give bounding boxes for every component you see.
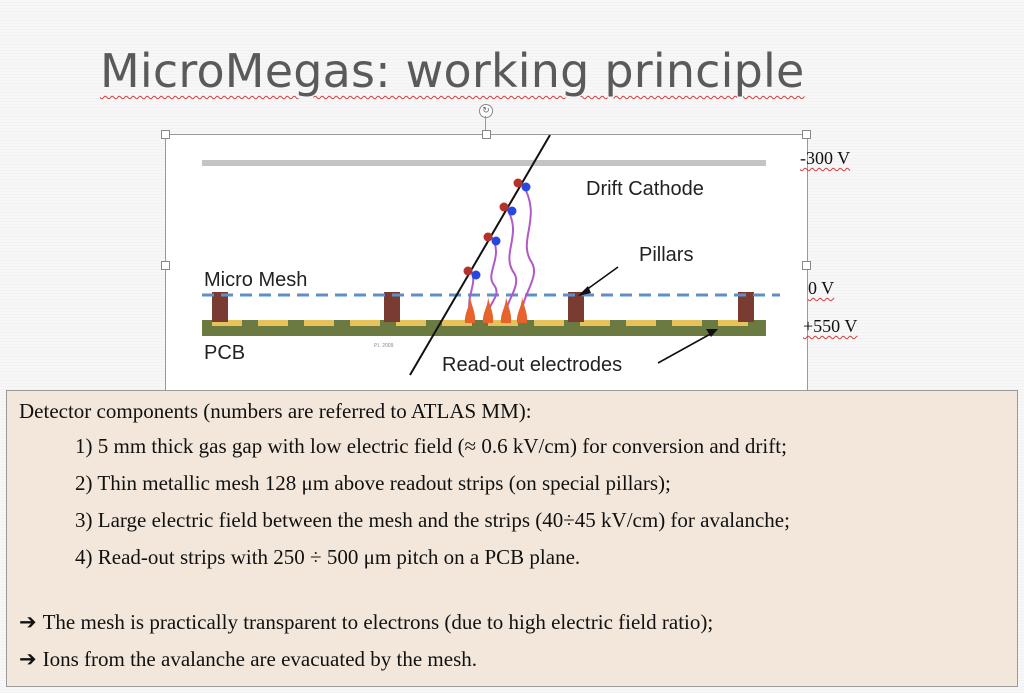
figure-credit: P.I. 2009: [374, 343, 394, 349]
electron-dot: [521, 182, 531, 192]
electrodes-pointer-arrow: [657, 331, 715, 364]
rotate-handle-stem: [485, 116, 486, 134]
readout-electrodes-label: Read-out electrodes: [442, 354, 622, 376]
resize-handle-top[interactable]: [482, 130, 491, 139]
readout-electrode: [396, 320, 426, 326]
pcb-plane: [202, 320, 766, 336]
electron-drift-path: [521, 182, 535, 314]
component-item-2: 2) Thin metallic mesh 128 μm above reado…: [75, 471, 671, 495]
readout-electrode: [672, 320, 702, 326]
electron-drift-path: [487, 234, 498, 314]
readout-electrode: [626, 320, 656, 326]
ion-dot: [483, 232, 493, 242]
note-ions-evacuated: ➔Ions from the avalanche are evacuated b…: [19, 647, 477, 672]
pcb-voltage-label[interactable]: +550 V: [803, 316, 858, 336]
drift-cathode-label: Drift Cathode: [586, 178, 704, 200]
readout-electrode: [350, 320, 380, 326]
readout-electrode: [580, 320, 610, 326]
readout-electrode: [258, 320, 288, 326]
right-arrow-icon: ➔: [19, 647, 37, 671]
ionization-charges: [463, 178, 531, 280]
avalanche-flame: [500, 297, 512, 323]
detector-components-textbox[interactable]: Detector components (numbers are referre…: [6, 390, 1018, 687]
electron-dot: [491, 236, 501, 246]
diagram-canvas: Drift Cathode Pillars Micro Mesh PCB Rea…: [202, 135, 780, 376]
electron-dot: [471, 270, 481, 280]
pillar: [738, 292, 754, 322]
pillar: [212, 292, 228, 322]
electron-dot: [507, 206, 517, 216]
readout-electrode: [534, 320, 564, 326]
resize-handle-top-right[interactable]: [802, 130, 811, 139]
readout-electrode: [212, 320, 242, 326]
micromegas-diagram[interactable]: Drift Cathode Pillars Micro Mesh PCB Rea…: [165, 134, 808, 398]
ion-dot: [463, 266, 473, 276]
readout-electrode: [718, 320, 748, 326]
avalanche-flames: [464, 297, 528, 323]
component-item-4: 4) Read-out strips with 250 ÷ 500 μm pit…: [75, 545, 581, 569]
pillars-group: [212, 292, 754, 322]
pcb-label: PCB: [204, 342, 245, 364]
pillars-arrowhead-icon: [578, 286, 591, 296]
component-item-3: 3) Large electric field between the mesh…: [75, 508, 790, 532]
pillars-label: Pillars: [639, 244, 693, 266]
readout-electrode: [442, 320, 472, 326]
particle-track-line: [409, 135, 551, 376]
pillar: [568, 292, 584, 322]
pillar: [384, 292, 400, 322]
cathode-voltage-label[interactable]: -300 V: [800, 148, 851, 168]
resize-handle-left[interactable]: [161, 261, 170, 270]
note-text-1: The mesh is practically transparent to e…: [42, 610, 714, 634]
electron-drift-path: [505, 206, 518, 314]
component-item-1: 1) 5 mm thick gas gap with low electric …: [75, 434, 787, 458]
slide-title[interactable]: MicroMegas: working principle: [100, 44, 805, 98]
note-mesh-transparent: ➔The mesh is practically transparent to …: [19, 610, 713, 635]
electrodes-arrowhead-icon: [706, 329, 718, 337]
micro-mesh-label: Micro Mesh: [204, 269, 307, 291]
resize-handle-top-left[interactable]: [161, 130, 170, 139]
note-text-2: Ions from the avalanche are evacuated by…: [42, 647, 477, 671]
mesh-voltage-label[interactable]: 0 V: [808, 278, 835, 298]
ion-dot: [513, 178, 523, 188]
rotate-handle-icon[interactable]: ↻: [479, 104, 493, 118]
components-heading: Detector components (numbers are referre…: [19, 399, 532, 423]
resize-handle-right[interactable]: [802, 261, 811, 270]
readout-electrode: [304, 320, 334, 326]
avalanche-flame: [482, 297, 494, 323]
avalanche-flame: [516, 297, 528, 323]
ion-dot: [499, 202, 509, 212]
right-arrow-icon: ➔: [19, 610, 37, 634]
avalanche-flame: [464, 297, 476, 323]
